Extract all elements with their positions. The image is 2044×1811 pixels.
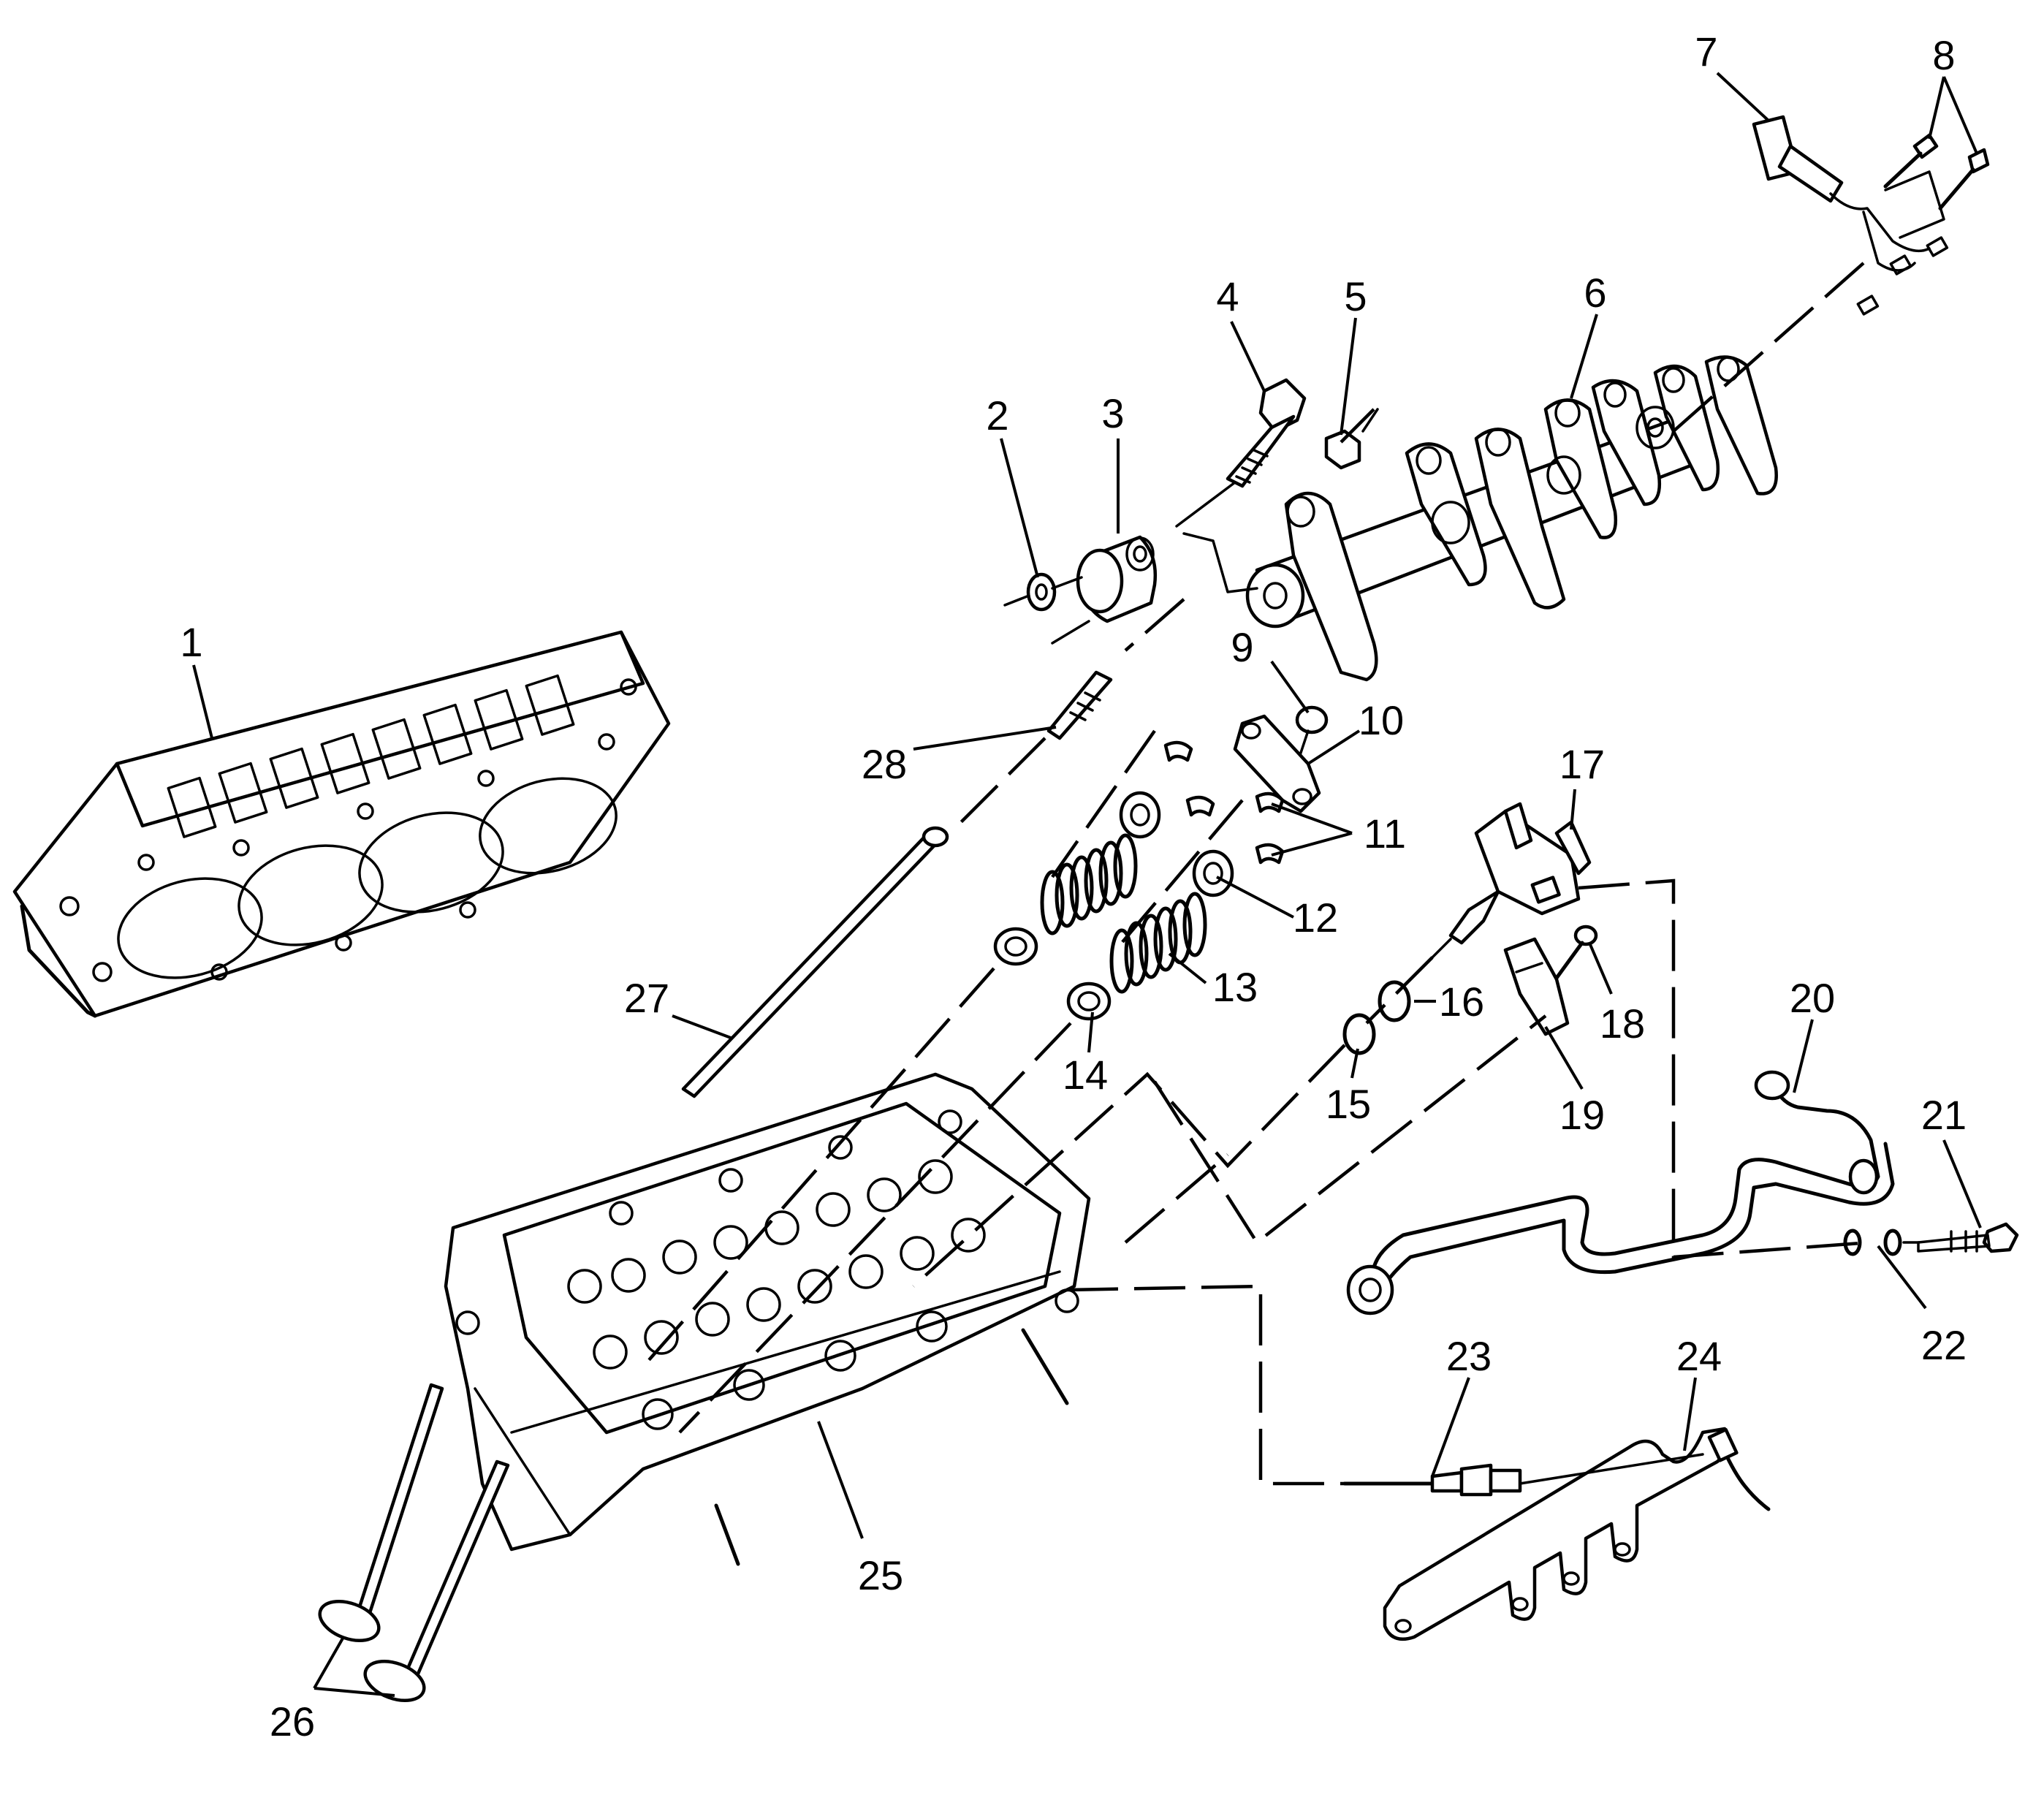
part-14-valve-seals <box>993 927 1112 1021</box>
callout-14: 14 <box>1063 1052 1108 1098</box>
leader-lines <box>192 72 1982 1697</box>
part-8-bolts <box>1883 133 1990 210</box>
alignment-lines <box>642 262 1872 1486</box>
callout-21: 21 <box>1921 1092 1967 1138</box>
part-10-valve-bridge <box>1233 714 1321 813</box>
callout-5: 5 <box>1344 273 1367 319</box>
callout-1: 1 <box>180 619 202 665</box>
callout-27: 27 <box>624 975 669 1021</box>
callout-2: 2 <box>986 392 1008 438</box>
part-28-sleeve <box>1046 670 1113 740</box>
part-4-bolt <box>1175 378 1307 528</box>
part-11-valve-keepers <box>1163 740 1285 865</box>
part-23-glow-plug <box>1342 1463 1522 1497</box>
part-3-spacer <box>1051 535 1157 645</box>
part-21-bolt <box>1917 1222 2019 1253</box>
callout-9: 9 <box>1231 624 1253 670</box>
callout-25: 25 <box>858 1552 903 1598</box>
part-22-washers <box>1843 1229 1920 1256</box>
callout-13: 13 <box>1212 964 1258 1010</box>
part-25-cylinder-head <box>444 1072 1091 1566</box>
part-5-nut <box>1324 408 1379 470</box>
part-20-fuel-line <box>1346 1070 1895 1315</box>
callout-22: 22 <box>1921 1322 1967 1368</box>
callout-10: 10 <box>1359 697 1404 743</box>
part-2-washer <box>1003 572 1057 612</box>
part-7-connector <box>1752 115 1949 316</box>
part-12-spring-retainer <box>1119 791 1234 897</box>
part-24-harness-bracket <box>1383 1427 1771 1641</box>
callout-24: 24 <box>1676 1333 1722 1379</box>
callout-26: 26 <box>270 1698 315 1744</box>
part-19-injector-clamp <box>1503 937 1570 1036</box>
part-1-head-gasket <box>12 630 671 1018</box>
part-18-clamp-bolt <box>1551 925 1598 985</box>
part-13-valve-springs <box>1040 833 1207 994</box>
callout-15: 15 <box>1326 1081 1371 1127</box>
part-6-rocker-arm-assembly <box>1182 355 1778 682</box>
part-15-o-ring <box>1342 1013 1376 1055</box>
callout-4: 4 <box>1216 273 1239 319</box>
callout-3: 3 <box>1101 390 1124 436</box>
callout-18: 18 <box>1600 1001 1645 1047</box>
callout-28: 28 <box>862 741 907 787</box>
callout-17: 17 <box>1559 741 1605 787</box>
callout-16: 16 <box>1439 979 1484 1025</box>
callout-23: 23 <box>1446 1333 1492 1379</box>
callout-6: 6 <box>1584 270 1606 316</box>
callout-7: 7 <box>1695 29 1717 75</box>
callout-8: 8 <box>1932 32 1955 78</box>
callout-19: 19 <box>1559 1092 1605 1138</box>
part-26-valves <box>318 1383 510 1702</box>
callout-20: 20 <box>1790 975 1835 1021</box>
part-27-push-rod <box>681 826 949 1098</box>
callout-12: 12 <box>1293 895 1338 941</box>
part-16-o-ring <box>1378 980 1411 1022</box>
callouts: 1 2 3 4 5 6 7 8 9 10 11 12 13 14 15 16 1… <box>180 29 1967 1744</box>
callout-11: 11 <box>1364 810 1406 857</box>
part-17-fuel-injector <box>1431 802 1592 959</box>
